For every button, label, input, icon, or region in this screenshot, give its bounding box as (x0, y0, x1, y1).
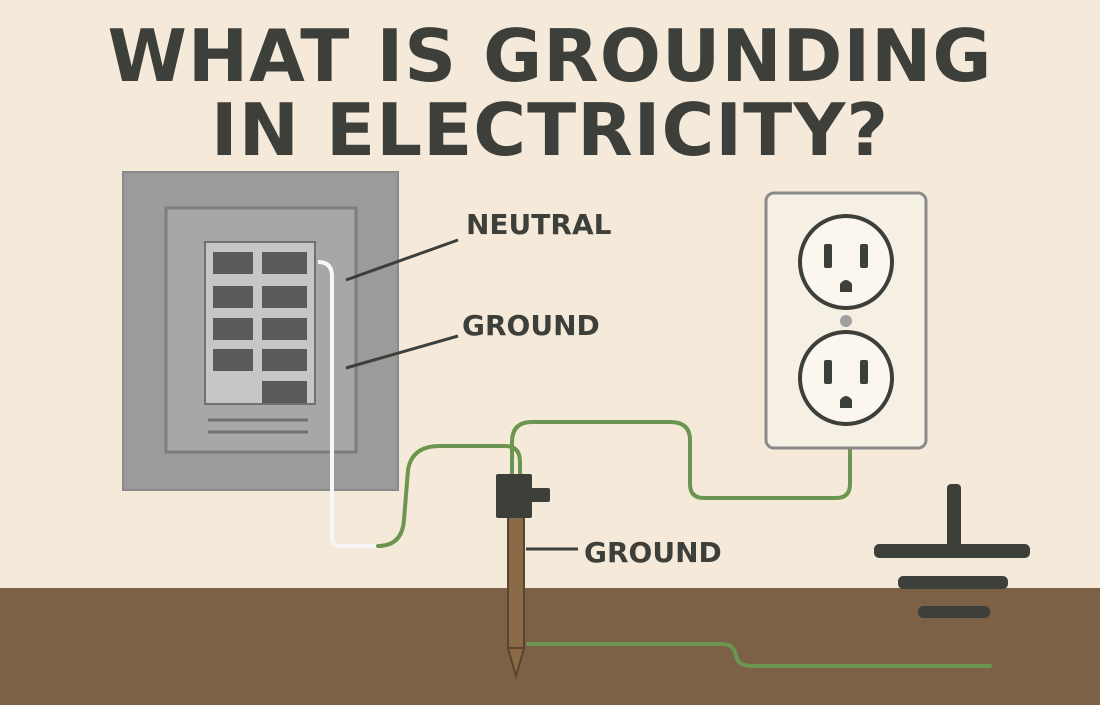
title-line-1: WHAT IS GROUNDING (107, 14, 993, 98)
earth-ground-icon (874, 484, 1030, 618)
ground-rod-label: GROUND (584, 536, 722, 569)
duplex-outlet-icon (764, 191, 928, 450)
ground-rod-icon (506, 507, 526, 680)
soil (0, 588, 1100, 705)
ground-wires (376, 420, 992, 668)
title-line-2: IN ELECTRICITY? (210, 88, 890, 172)
ground-panel-leader (345, 334, 459, 370)
neutral-wire (317, 260, 378, 548)
ground-clamp (496, 474, 550, 518)
breaker-panel-icon (122, 171, 399, 491)
neutral-label: NEUTRAL (466, 208, 612, 241)
ground-panel-label: GROUND (462, 309, 600, 342)
breakers (213, 252, 307, 403)
neutral-leader (345, 238, 459, 282)
